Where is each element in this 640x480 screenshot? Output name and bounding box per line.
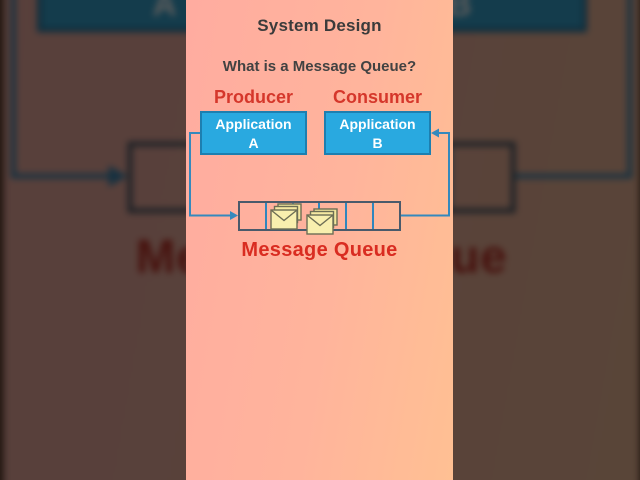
bg-producer-to-queue-arrowhead-icon: [108, 165, 128, 187]
bg-application-a-line2: A: [152, 0, 177, 23]
queue-slot: [320, 203, 348, 229]
slide-panel: System Design What is a Message Queue? P…: [186, 0, 453, 480]
queue-slot: [240, 203, 267, 229]
slide-title: System Design: [257, 16, 382, 35]
producer-to-queue-arrowhead-icon: [230, 211, 238, 220]
application-a-box: Application A: [200, 111, 307, 155]
application-b-line1: Application: [339, 116, 416, 132]
message-envelope-icon: [270, 203, 302, 230]
message-envelope-icon: [306, 208, 338, 235]
queue-to-consumer-arrowhead-icon: [431, 128, 439, 138]
application-a-line1: Application: [215, 116, 292, 132]
queue-slot: [347, 203, 375, 229]
bg-queue-slot: [452, 146, 511, 208]
message-queue-label: Message Queue: [241, 239, 398, 261]
slide-subtitle: What is a Message Queue?: [222, 58, 417, 75]
application-b-line2: B: [372, 135, 383, 151]
bg-application-b-line2: B: [447, 0, 472, 23]
queue-slot: [374, 203, 399, 229]
application-a-line2: A: [248, 135, 259, 151]
application-b-box: Application B: [324, 111, 431, 155]
consumer-label: Consumer: [332, 87, 422, 107]
producer-label: Producer: [213, 87, 294, 107]
